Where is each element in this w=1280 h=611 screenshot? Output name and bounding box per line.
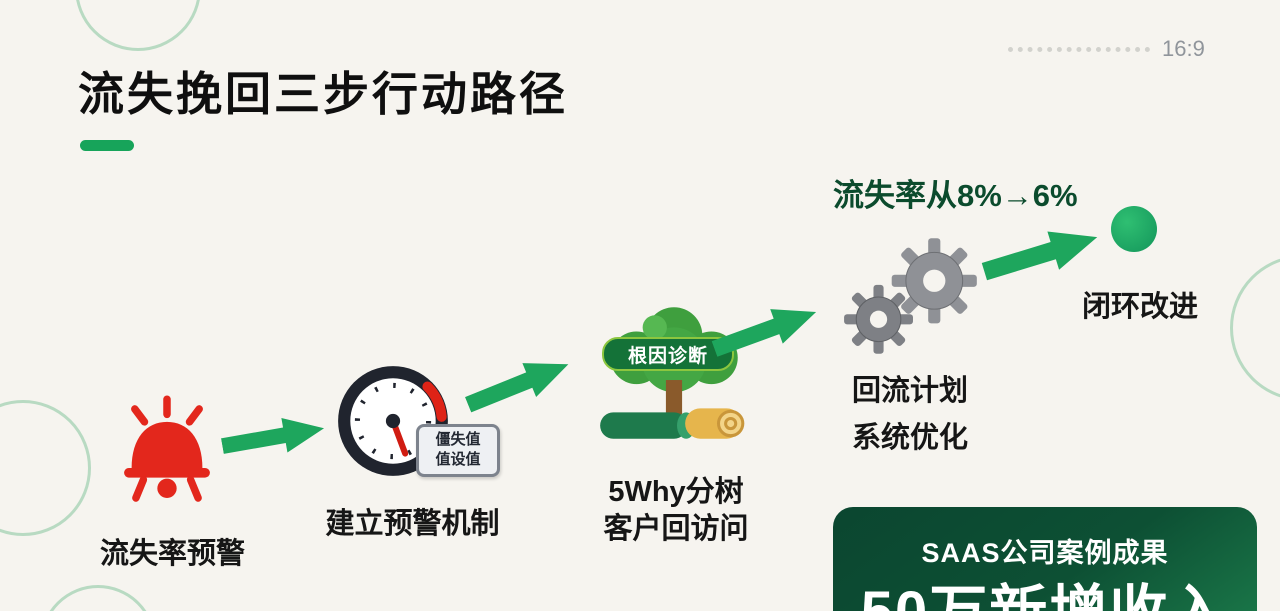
root-cause-banner: 根因诊断 bbox=[602, 337, 734, 371]
step-label-warning-mechanism: 建立预警机制 bbox=[325, 508, 500, 540]
flow-arrow-icon bbox=[219, 406, 331, 472]
threshold-badge-line1: 僵失值 bbox=[435, 431, 481, 448]
step-label-closed-loop: 闭环改进 bbox=[1081, 291, 1198, 323]
aspect-ratio-label: 16:9 bbox=[1162, 36, 1205, 61]
case-card-title: SAAS公司案例成果 bbox=[921, 538, 1169, 568]
flow-arrow-icon bbox=[707, 291, 827, 375]
flow-arrow-icon bbox=[976, 215, 1110, 298]
case-card: SAAS公司案例成果 50万新增收入 bbox=[833, 507, 1257, 611]
endpoint-dot bbox=[1111, 206, 1157, 252]
dotted-line bbox=[1008, 47, 1150, 52]
decorative-circle bbox=[1230, 255, 1280, 401]
threshold-badge-line2: 值设值 bbox=[435, 451, 481, 469]
alarm-bell-icon bbox=[108, 395, 226, 513]
result-label: 流失率从8%→6% bbox=[833, 178, 1078, 213]
step-label-churn-warning: 流失率预警 bbox=[99, 538, 245, 570]
threshold-badge: 僵失值 值设值 bbox=[416, 424, 500, 477]
title-underline bbox=[80, 140, 134, 151]
flow-arrow-icon bbox=[460, 343, 580, 430]
decorative-circle bbox=[0, 400, 91, 536]
decorative-circle bbox=[40, 585, 156, 611]
step-label-5why: 5Why分树 bbox=[608, 476, 744, 508]
case-card-value: 50万新增收入 bbox=[833, 565, 1257, 611]
decorative-circle bbox=[75, 0, 201, 51]
step-label-system-optimization: 系统优化 bbox=[851, 422, 968, 454]
step-label-customer-revisit: 客户回访问 bbox=[603, 513, 749, 545]
step-label-return-plan: 回流计划 bbox=[851, 375, 968, 407]
gears-icon bbox=[838, 232, 990, 364]
page-title: 流失挽回三步行动路径 bbox=[78, 68, 568, 120]
